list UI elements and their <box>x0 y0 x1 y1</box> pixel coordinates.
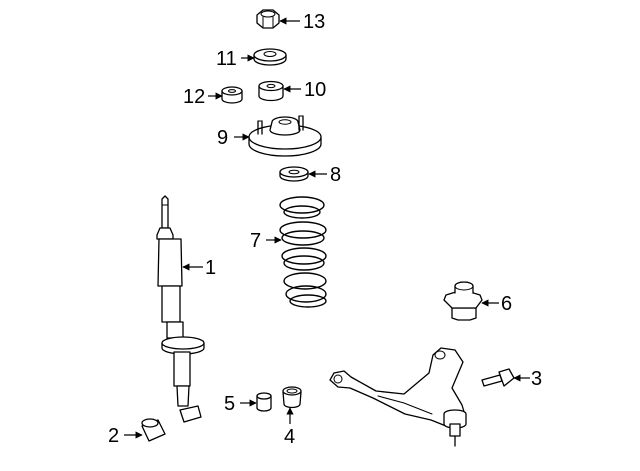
callout-10: 10 <box>283 79 326 101</box>
callout-13-number: 13 <box>303 11 325 33</box>
callout-9-number: 9 <box>217 127 228 149</box>
bump-stop-part <box>443 281 483 321</box>
callout-3-number: 3 <box>531 368 542 390</box>
callout-5-number: 5 <box>224 393 235 415</box>
callout-11-number: 11 <box>216 48 237 70</box>
bushing-12-part <box>221 86 243 104</box>
callout-3: 3 <box>513 368 542 390</box>
bushing-5-part <box>256 392 272 412</box>
callout-12: 12 <box>183 86 223 108</box>
spring-insulator-part <box>279 166 309 182</box>
bolt-part <box>481 368 515 387</box>
callout-4: 4 <box>284 407 295 448</box>
callout-7: 7 <box>250 230 282 252</box>
callout-9: 9 <box>217 127 250 149</box>
callout-2-number: 2 <box>108 425 119 447</box>
callout-8: 8 <box>308 164 341 186</box>
callout-1: 1 <box>182 257 216 279</box>
lower-control-arm-part <box>329 347 467 447</box>
nut-part <box>256 9 280 29</box>
callout-4-number: 4 <box>284 426 295 448</box>
lower-bushing-part <box>141 418 166 442</box>
callout-6-number: 6 <box>501 293 512 315</box>
callout-7-number: 7 <box>250 230 261 252</box>
callout-11: 11 <box>216 48 255 70</box>
callout-10-number: 10 <box>304 79 326 101</box>
callout-8-number: 8 <box>330 164 341 186</box>
callout-1-number: 1 <box>205 257 216 279</box>
strut-part <box>156 195 205 423</box>
washer-part <box>253 48 287 66</box>
callout-2: 2 <box>108 425 143 447</box>
callout-5: 5 <box>224 393 257 415</box>
upper-mount-part <box>248 115 322 157</box>
callout-6: 6 <box>481 293 512 315</box>
callout-12-number: 12 <box>183 86 205 108</box>
coil-spring-part <box>279 196 327 308</box>
bushing-4-part <box>282 386 302 409</box>
callout-13: 13 <box>279 11 325 33</box>
bushing-10-part <box>258 80 284 102</box>
